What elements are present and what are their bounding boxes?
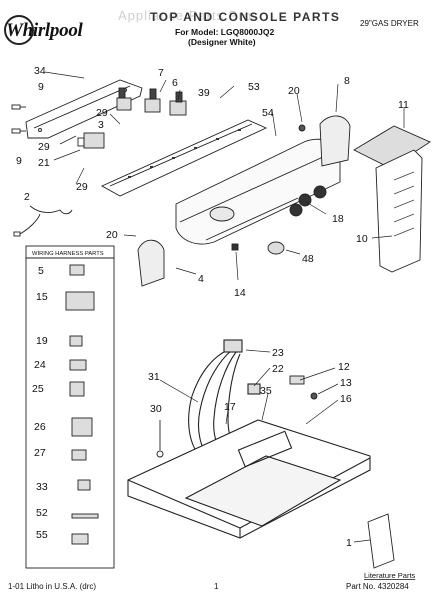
timer-part	[77, 132, 105, 149]
callout-12: 12	[338, 361, 350, 373]
callout-14: 14	[234, 287, 246, 299]
harness-part-55	[71, 533, 89, 545]
callout-34: 34	[34, 65, 46, 77]
harness-item-number: 24	[34, 359, 46, 371]
model-line: For Model: LGQ8000JQ2	[175, 27, 275, 37]
callout-21: 21	[38, 157, 50, 169]
harness-part-24	[69, 359, 87, 371]
footer-litho: 1-01 Litho in U.S.A. (drc)	[8, 582, 97, 591]
clip-part	[231, 243, 239, 251]
literature-part	[367, 513, 395, 569]
bracket-part	[289, 375, 305, 385]
harness-part-19	[69, 335, 83, 347]
callout-35: 35	[260, 385, 272, 397]
switch-part	[169, 91, 187, 116]
harness-part-27	[71, 449, 87, 461]
knob-part	[313, 185, 327, 199]
callout-7: 7	[158, 67, 164, 79]
footer-part-number: Part No. 4320284	[346, 582, 409, 591]
harness-item-number: 26	[34, 421, 46, 433]
knob-part	[267, 241, 285, 255]
harness-box-title: WIRING HARNESS PARTS	[32, 251, 104, 257]
callout-54: 54	[262, 107, 274, 119]
callout-48: 48	[302, 253, 314, 265]
callout-1: 1	[346, 537, 352, 549]
screw-part	[298, 124, 306, 132]
harness-item-number: 19	[36, 335, 48, 347]
switch-part	[116, 87, 132, 111]
harness-item-number: 33	[36, 481, 48, 493]
callout-17: 17	[224, 401, 236, 413]
brand-logo: Whirlpool	[6, 20, 83, 41]
callout-39: 39	[198, 87, 210, 99]
dryer-top-part	[127, 419, 371, 539]
end-cap-part	[137, 239, 165, 287]
screw-part	[156, 420, 164, 458]
callout-29: 29	[38, 141, 50, 153]
switch-part	[144, 88, 161, 113]
variant-line: (Designer White)	[188, 37, 256, 47]
callout-30: 30	[150, 403, 162, 415]
harness-item-number: 15	[36, 291, 48, 303]
footer-page-number: 1	[214, 582, 219, 591]
callout-13: 13	[340, 377, 352, 389]
callout-20: 20	[106, 229, 118, 241]
lint-filter-part	[353, 125, 431, 169]
callout-29: 29	[96, 107, 108, 119]
harness-part-15	[65, 291, 95, 311]
harness-part-5	[69, 264, 85, 276]
callout-22: 22	[272, 363, 284, 375]
harness-item-number: 5	[38, 265, 44, 277]
screw-part	[11, 128, 26, 134]
callout-9: 9	[38, 81, 44, 93]
literature-label: Literature Parts	[364, 571, 416, 580]
callout-9: 9	[16, 155, 22, 167]
callout-10: 10	[356, 233, 368, 245]
callout-29: 29	[76, 181, 88, 193]
callout-6: 6	[172, 77, 178, 89]
console-part	[175, 138, 341, 245]
screw-part	[11, 104, 26, 110]
callout-16: 16	[340, 393, 352, 405]
wire-part	[13, 205, 73, 237]
harness-item-number: 25	[32, 383, 44, 395]
callout-18: 18	[332, 213, 344, 225]
callout-53: 53	[248, 81, 260, 93]
watermark: Appliance Parts Pros	[118, 8, 260, 23]
callout-3: 3	[98, 119, 104, 131]
brand-logo-ring	[4, 15, 34, 45]
callout-23: 23	[272, 347, 284, 359]
callout-11: 11	[398, 99, 409, 111]
page-title: TOP AND CONSOLE PARTS	[150, 10, 341, 24]
harness-part-25	[69, 381, 85, 397]
callout-2: 2	[24, 191, 30, 203]
harness-part-33	[77, 479, 91, 491]
callout-8: 8	[344, 75, 350, 87]
dryer-type: 29"GAS DRYER	[360, 19, 419, 28]
callout-20: 20	[288, 85, 300, 97]
end-cap-part	[319, 115, 351, 167]
knob-part	[289, 203, 303, 217]
harness-item-number: 55	[36, 529, 48, 541]
console-rail-part	[100, 119, 268, 197]
clip-part	[310, 392, 318, 400]
callout-4: 4	[198, 273, 204, 285]
harness-item-number: 27	[34, 447, 46, 459]
harness-part-52	[71, 513, 99, 519]
leader-lines	[44, 71, 405, 543]
callout-31: 31	[148, 371, 160, 383]
harness-part-26	[71, 417, 93, 437]
lint-housing-part	[375, 149, 423, 273]
harness-item-number: 52	[36, 507, 48, 519]
